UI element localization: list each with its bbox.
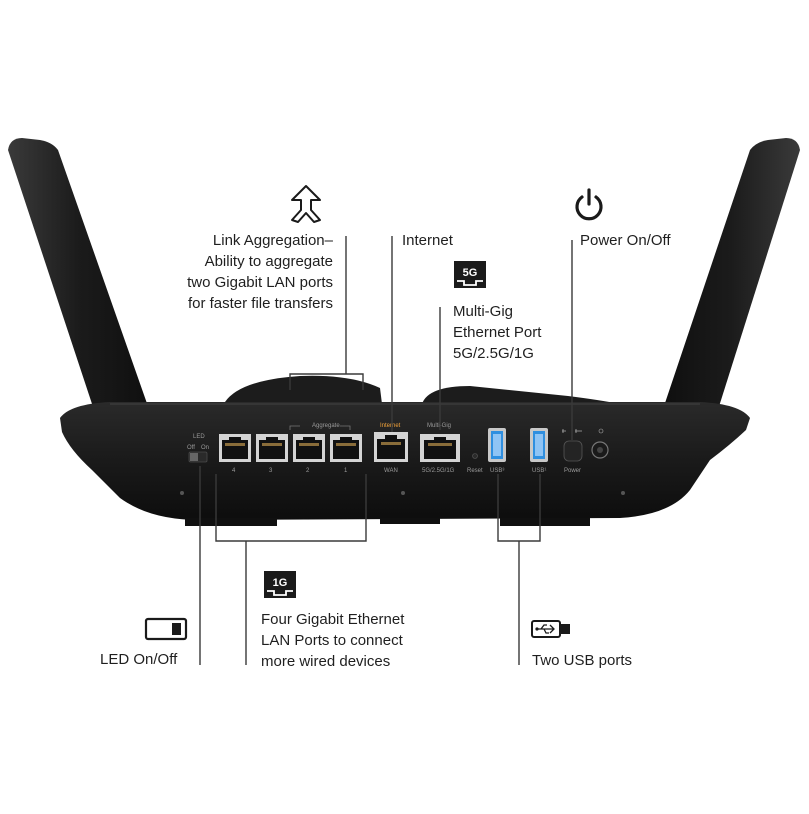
power-symbol-small — [562, 429, 566, 433]
dc-jack-center — [597, 447, 603, 453]
led-callout: LED On/Off — [100, 649, 177, 670]
usb1-label: USB¹ — [532, 468, 546, 474]
callout-line: Four Gigabit Ethernet — [261, 611, 405, 628]
power-symbol-small-2 — [575, 429, 582, 433]
1g-port-icon: 1G — [264, 571, 296, 598]
callout-line: 5G/2.5G/1G — [453, 345, 534, 362]
callout-line: Ethernet Port — [453, 324, 542, 341]
link-aggregation-callout: Link Aggregation– Ability to aggregate t… — [160, 230, 333, 314]
led-switch-knob — [190, 453, 198, 461]
callout-line: Two USB ports — [532, 652, 633, 669]
callout-line: Multi-Gig — [453, 303, 514, 320]
port-number-4: 4 — [232, 468, 236, 474]
multigig-callout: Multi-Gig Ethernet Port 5G/2.5G/1G — [453, 301, 541, 364]
internet-callout: Internet — [402, 230, 453, 251]
top-bump-right — [422, 386, 620, 404]
callout-line: LAN Ports to connect — [261, 632, 403, 649]
wan-label: WAN — [384, 468, 398, 474]
reset-button[interactable] — [472, 453, 478, 459]
callout-line: Power On/Off — [580, 232, 671, 249]
dc-symbol — [598, 428, 604, 434]
callout-line: for faster file transfers — [187, 295, 333, 312]
lan-port-2[interactable] — [293, 434, 325, 462]
center-foot — [380, 518, 440, 524]
top-bump-left — [225, 375, 382, 404]
callout-line: Link Aggregation– — [212, 232, 333, 249]
callout-line: two Gigabit LAN ports — [187, 274, 333, 291]
lan-port-4[interactable] — [219, 434, 251, 462]
power-icon — [575, 188, 603, 221]
port-number-1: 1 — [344, 468, 348, 474]
1g-badge-text: 1G — [273, 577, 288, 589]
power-button-label: Power — [564, 468, 581, 474]
lan-ports — [219, 434, 362, 462]
left-foot — [185, 518, 277, 526]
power-callout: Power On/Off — [580, 230, 671, 251]
led-on-label: On — [201, 445, 209, 451]
callout-line: LED On/Off — [100, 651, 178, 668]
5g-port-icon: 5G — [454, 261, 486, 288]
callout-line: more wired devices — [261, 653, 391, 670]
port-number-2: 2 — [306, 468, 310, 474]
callout-line: Internet — [402, 232, 453, 249]
multigig-port-top-label: Multi-Gig — [427, 423, 451, 429]
led-switch-label: LED — [193, 434, 205, 440]
left-antenna — [8, 138, 150, 416]
lan-line — [215, 474, 367, 665]
screw — [180, 491, 184, 495]
lan-port-3[interactable] — [256, 434, 288, 462]
right-foot — [500, 518, 590, 526]
toggle-switch-icon — [144, 617, 188, 641]
port-number-3: 3 — [269, 468, 273, 474]
link-aggregation-line — [289, 236, 364, 390]
5g-badge-text: 5G — [463, 267, 478, 279]
usb3-port[interactable] — [488, 428, 506, 462]
screw — [621, 491, 625, 495]
callout-lines — [199, 236, 573, 665]
usb-line — [497, 474, 541, 665]
lan-callout: Four Gigabit Ethernet LAN Ports to conne… — [261, 609, 404, 672]
usb-callout: Two USB ports — [532, 650, 632, 671]
merge-arrows-icon — [291, 185, 321, 223]
multigig-port[interactable] — [420, 434, 460, 462]
screw — [401, 491, 405, 495]
right-antenna — [662, 138, 800, 416]
aggregate-bracket — [289, 425, 351, 430]
aggregate-label: Aggregate — [312, 423, 340, 429]
callout-line: Ability to aggregate — [204, 253, 333, 270]
usb3-label: USB³ — [490, 468, 504, 474]
wan-port[interactable] — [374, 432, 408, 462]
multigig-port-label: 5G/2.5G/1G — [422, 468, 455, 474]
power-button[interactable] — [563, 440, 583, 462]
internet-port-label: Internet — [380, 423, 401, 429]
reset-label: Reset — [467, 468, 483, 474]
usb-stick-icon — [531, 620, 570, 638]
lan-port-1[interactable] — [330, 434, 362, 462]
usb1-port[interactable] — [530, 428, 548, 462]
led-off-label: Off — [187, 445, 195, 451]
